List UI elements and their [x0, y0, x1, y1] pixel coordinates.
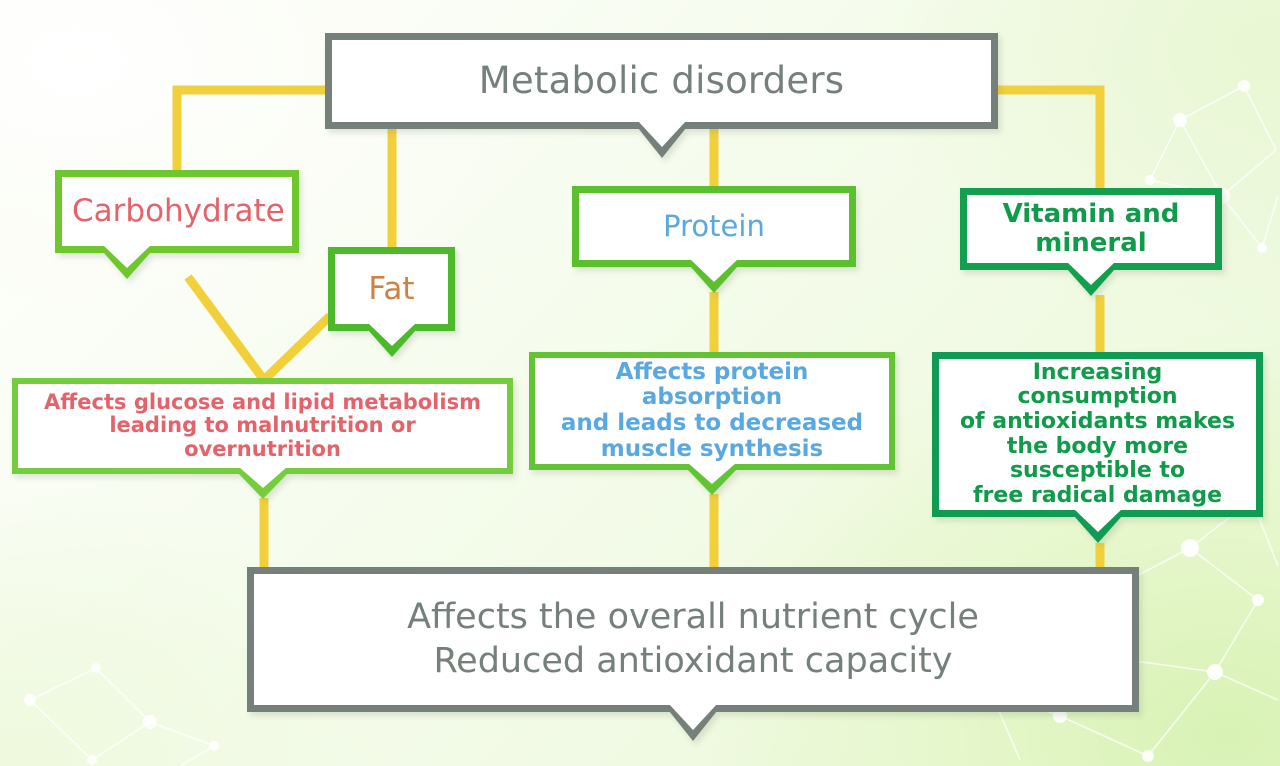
- node-carbohydrate[interactable]: Carbohydrate: [55, 170, 299, 279]
- connector-carbohydrate-to-effect: [184, 274, 268, 383]
- node-protein[interactable]: Protein: [572, 186, 856, 293]
- connector-fat-to-effect: [260, 312, 334, 384]
- speech-tail-fill: [688, 463, 736, 484]
- node-label-fat: Fat: [368, 270, 415, 307]
- node-metabolic-disorders[interactable]: Metabolic disorders: [325, 33, 998, 158]
- speech-tail-fill: [238, 467, 287, 488]
- speech-tail-fill: [669, 704, 717, 730]
- speech-tail-fill: [637, 121, 686, 147]
- node-label-vitamin-effect: Increasing consumption of antioxidants m…: [959, 359, 1236, 508]
- connector-root-to-vitamin: [998, 85, 1105, 192]
- connector-root-to-carbohydrate: [172, 85, 325, 176]
- speech-tail-fill: [1067, 262, 1115, 285]
- node-label-carb-fat-effect: Affects glucose and lipid metabolism lea…: [44, 389, 481, 461]
- speech-tail-fill: [103, 245, 151, 268]
- node-vitamin-effect[interactable]: Increasing consumption of antioxidants m…: [932, 352, 1263, 543]
- node-label-vitamin-and-mineral: Vitamin and mineral: [1002, 199, 1180, 258]
- node-label-carbohydrate: Carbohydrate: [72, 193, 285, 230]
- node-protein-effect[interactable]: Affects protein absorption and leads to …: [529, 352, 895, 495]
- speech-tail-fill: [367, 323, 416, 346]
- node-label-overall-outcome: Affects the overall nutrient cycle Reduc…: [407, 597, 979, 681]
- node-vitamin-and-mineral[interactable]: Vitamin and mineral: [960, 188, 1222, 296]
- node-overall-outcome[interactable]: Affects the overall nutrient cycle Reduc…: [247, 567, 1139, 741]
- node-label-protein-effect: Affects protein absorption and leads to …: [560, 358, 864, 462]
- node-carb-fat-effect[interactable]: Affects glucose and lipid metabolism lea…: [12, 378, 513, 499]
- speech-tail-fill: [1073, 509, 1122, 532]
- node-label-metabolic-disorders: Metabolic disorders: [478, 59, 845, 103]
- node-label-protein: Protein: [663, 209, 765, 244]
- node-fat[interactable]: Fat: [328, 247, 455, 357]
- speech-tail-fill: [690, 259, 738, 282]
